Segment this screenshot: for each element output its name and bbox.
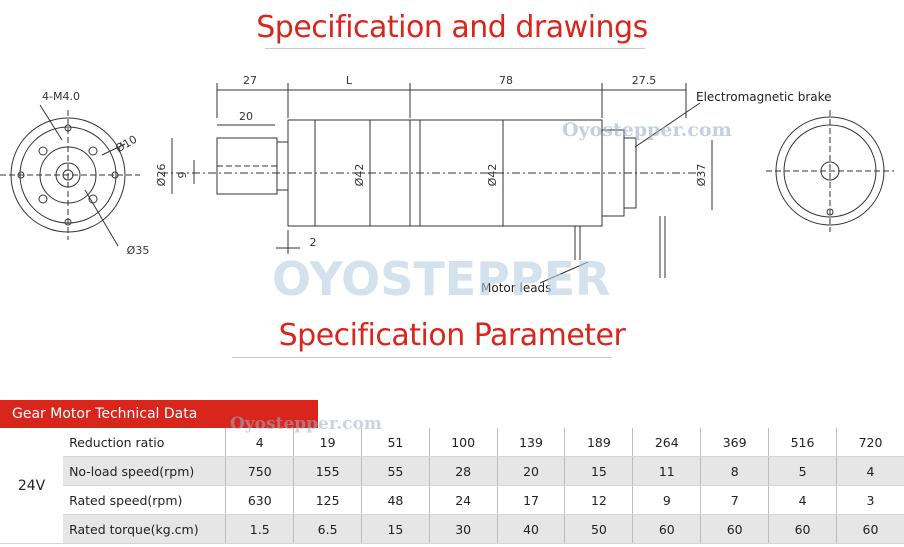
row-label: Rated speed(rpm) <box>63 485 227 515</box>
table-cell: 24 <box>429 485 498 515</box>
dim-dia26: Ø26 <box>155 164 168 187</box>
table-cell: 4 <box>225 428 295 457</box>
dim-9: 9 <box>176 172 189 179</box>
table-cell: 720 <box>836 428 904 457</box>
table-cell: 60 <box>768 514 837 544</box>
table-cell: 40 <box>497 514 566 544</box>
dim-dia42-motor: Ø42 <box>486 164 499 187</box>
table-cell: 48 <box>361 485 430 515</box>
table-cell: 9 <box>632 485 702 515</box>
table-cell: 28 <box>429 456 498 486</box>
table-cell: 139 <box>497 428 566 457</box>
table-cell: 8 <box>700 456 770 486</box>
table-section-title: Gear Motor Technical Data <box>0 400 318 428</box>
watermark-text: Oyostepper.com <box>562 119 732 141</box>
table-cell: 100 <box>429 428 498 457</box>
table-cell: 15 <box>564 456 634 486</box>
svg-text:OYOSTEPPER: OYOSTEPPER <box>272 252 610 306</box>
table-cell: 17 <box>497 485 566 515</box>
table-cell: 155 <box>293 456 363 486</box>
table-cell: 60 <box>700 514 770 544</box>
dim-20: 20 <box>239 110 253 123</box>
dim-dia37: Ø37 <box>695 164 708 187</box>
dim-dia10: Ø10 <box>113 133 139 156</box>
heading-underline <box>265 48 645 49</box>
table-cell: 55 <box>361 456 430 486</box>
table-cell: 369 <box>700 428 770 457</box>
table-cell: 750 <box>225 456 295 486</box>
table-cell: 4 <box>768 485 837 515</box>
dim-78: 78 <box>499 74 513 87</box>
table-row-reduction-ratio: 24V Reduction ratio 4 19 51 100 139 189 … <box>0 428 904 544</box>
row-label: No-load speed(rpm) <box>63 456 227 486</box>
spec-table: 24V Reduction ratio 4 19 51 100 139 189 … <box>0 428 904 544</box>
dim-dia35: Ø35 <box>127 244 150 257</box>
table-cell: 264 <box>632 428 702 457</box>
table-cell: 11 <box>632 456 702 486</box>
table-cell: 60 <box>632 514 702 544</box>
table-row-no-load-speed: No-load speed(rpm) 750 155 55 28 20 15 1… <box>0 456 904 486</box>
table-cell: 1.5 <box>225 514 295 544</box>
table-cell: 4 <box>836 456 904 486</box>
table-cell: 19 <box>293 428 363 457</box>
voltage-cell: 24V <box>0 428 64 544</box>
table-cell: 630 <box>225 485 295 515</box>
table-cell: 20 <box>497 456 566 486</box>
table-cell: 12 <box>564 485 634 515</box>
dim-dia42-gearbox: Ø42 <box>353 164 366 187</box>
side-view-motor <box>160 83 713 284</box>
table-cell: 50 <box>564 514 634 544</box>
table-cell: 7 <box>700 485 770 515</box>
table-cell: 5 <box>768 456 837 486</box>
watermark-logo: OYOSTEPPER <box>272 252 610 306</box>
callout-leads: Motor leads <box>481 281 551 295</box>
dim-L: L <box>346 74 353 87</box>
row-label: Rated torque(kg.cm) <box>63 514 227 544</box>
parameters-underline <box>232 357 612 358</box>
table-cell: 60 <box>836 514 904 544</box>
technical-drawing: 27 L 78 27.5 20 2 Ø26 9 Ø42 Ø42 Ø37 4-M4… <box>0 74 894 306</box>
table-cell: 15 <box>361 514 430 544</box>
dim-holes: 4-M4.0 <box>42 90 80 103</box>
dim-2: 2 <box>310 236 317 249</box>
table-cell: 189 <box>564 428 634 457</box>
table-cell: 6.5 <box>293 514 363 544</box>
table-cell: 30 <box>429 514 498 544</box>
table-row-rated-speed: Rated speed(rpm) 630 125 48 24 17 12 9 7… <box>0 485 904 515</box>
drawings-heading: Specification and drawings <box>256 10 648 45</box>
callout-brake: Electromagnetic brake <box>696 90 832 104</box>
rear-view <box>766 110 894 232</box>
table-cell: 3 <box>836 485 904 515</box>
parameters-heading: Specification Parameter <box>278 318 626 353</box>
table-cell: 51 <box>361 428 430 457</box>
table-cell: 125 <box>293 485 363 515</box>
table-cell: 516 <box>768 428 837 457</box>
row-label: Reduction ratio <box>63 428 227 457</box>
dim-27: 27 <box>243 74 257 87</box>
dim-27-5: 27.5 <box>632 74 657 87</box>
table-row-rated-torque: Rated torque(kg.cm) 1.5 6.5 15 30 40 50 … <box>0 514 904 544</box>
front-view-flange <box>0 104 140 247</box>
